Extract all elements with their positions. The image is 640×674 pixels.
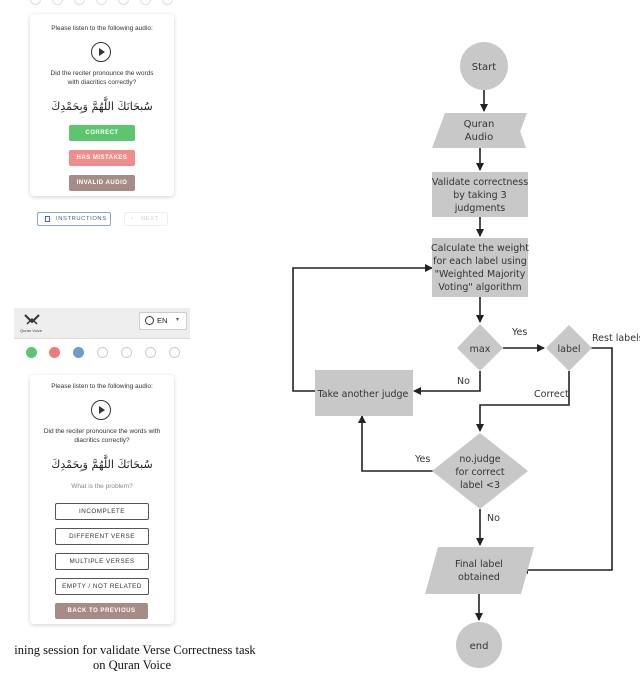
label-decision-label: label [558,344,581,355]
calculate-node [432,238,528,297]
next-button[interactable]: ‹ NEXT [124,212,168,226]
take-another-judge-label: Take another judge [317,389,409,400]
app-header: Quran Voice EN ▾ [14,308,190,339]
language-value: EN [157,316,168,325]
problem-card: Please listen to the following audio: Di… [30,375,174,624]
max-decision-label: max [470,344,491,355]
max-decision-node [457,324,503,371]
empty-not-related-option-button[interactable]: EMPTY / NOT RELATED [55,578,149,595]
progress-dot [145,347,156,358]
progress-dot [169,347,180,358]
edge-label-yes-cond: Yes [414,454,430,465]
problem-prompt: What is the problem? [71,483,133,490]
invalid-audio-button[interactable]: INVALID AUDIO [69,175,135,191]
play-audio-button[interactable] [91,42,111,62]
listen-prompt: Please listen to the following audio: [51,383,153,390]
chevron-left-icon: ‹ [131,216,133,222]
edge-label-correct: Correct [534,389,569,400]
validate-label-3: judgments [454,203,506,214]
chevron-down-icon: ▾ [176,317,180,323]
document-icon [45,216,50,222]
question-text: Did the reciter pronounce the words with… [43,428,161,444]
start-node [460,42,508,90]
start-node-label: Start [472,62,497,73]
edge-label-no-max: No [457,376,470,387]
calculate-label-1: Calculate the weight [431,243,529,254]
question-text: Did the reciter pronounce the words with… [50,70,154,86]
progress-dot [26,347,37,358]
calculate-label-3: "Weighted Majority [435,269,526,280]
verse-arabic-text: سُبحَانَكَ اللَّهُمَّ وَبِحَمْدِكَ [51,458,153,471]
end-node [456,622,502,668]
validate-label-1: Validate correctness [432,177,528,188]
has-mistakes-button[interactable]: HAS MISTAKES [69,150,135,166]
validate-label-2: by taking 3 [453,190,506,201]
quran-audio-label-2: Audio [465,132,493,143]
calculate-label-2: for each label using [433,256,527,267]
listen-prompt: Please listen to the following audio: [51,25,153,32]
quran-audio-label-1: Quran [464,119,495,130]
edge-label-rest-labels: Rest labels [592,333,640,344]
figure-caption-line2: on Quran Voice [93,658,171,672]
verse-arabic-text: سُبحَانَكَ اللَّهُمَّ وَبِحَمْدِكَ [51,100,153,113]
next-label: NEXT [141,216,159,222]
quran-audio-shape [432,113,527,148]
figure-caption-line1: ining session for validate Verse Correct… [14,643,256,657]
label-decision-node [546,325,592,371]
different-verse-option-button[interactable]: DIFFERENT VERSE [55,528,149,545]
end-node-label: end [470,641,489,652]
take-another-judge-node [315,370,413,416]
progress-dot [73,347,84,358]
back-to-previous-button[interactable]: BACK TO PREVIOUS [55,603,148,619]
correct-button[interactable]: CORRECT [69,125,135,141]
instructions-button[interactable]: INSTRUCTIONS [37,212,111,226]
multiple-verses-option-button[interactable]: MULTIPLE VERSES [55,553,149,570]
play-audio-button[interactable] [91,400,111,420]
logo-text: Quran Voice [20,328,43,333]
incomplete-option-button[interactable]: INCOMPLETE [55,503,149,520]
progress-dot [121,347,132,358]
condition-label-1: no.judge [459,454,500,465]
condition-label-2: for correct [455,467,505,478]
judge-count-decision-node [432,433,528,509]
language-select[interactable]: EN ▾ [139,312,187,330]
top-question-card: Please listen to the following audio: Di… [30,14,174,196]
final-label-2: obtained [458,572,500,583]
condition-label-3: label <3 [460,480,500,491]
final-label-node [425,547,534,594]
edge-label-no-cond: No [487,513,500,524]
final-label-1: Final label [455,559,503,570]
progress-dots [26,347,186,361]
validate-node [432,172,528,217]
progress-dot [49,347,60,358]
edge-label-yes-max: Yes [511,327,527,338]
globe-icon [145,316,154,325]
calculate-label-4: Voting" algorithm [438,282,521,293]
instructions-label: INSTRUCTIONS [56,216,107,222]
progress-dot [97,347,108,358]
quran-voice-logo-icon [24,314,40,325]
